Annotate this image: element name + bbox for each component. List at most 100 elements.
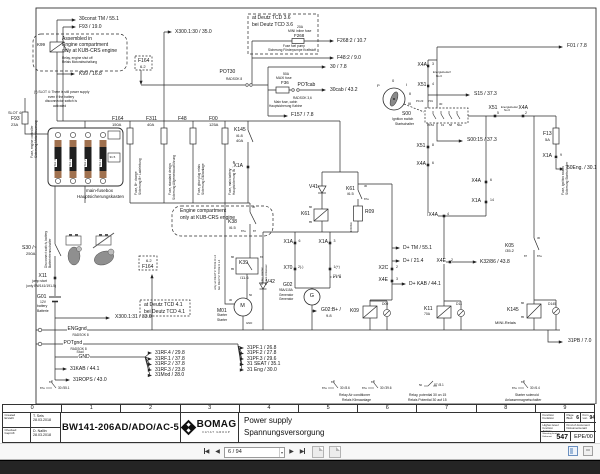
schematic-label: P0.23 [416, 99, 424, 103]
schematic-label: 40A [236, 138, 244, 143]
schematic-drawing [21, 7, 597, 404]
schematic-label: Energiebedarf [433, 70, 451, 74]
schematic-label: X1A [542, 153, 553, 160]
schematic-label: Batterietrennschalter [48, 238, 52, 268]
schematic-label: K32/86 / 43.8 [480, 259, 510, 265]
schematic-label: 85 [231, 267, 235, 271]
schematic-label: K38 [228, 218, 237, 225]
schematic-label: 30 /8.6 [340, 385, 350, 390]
page-count: 94 [589, 414, 595, 421]
schematic-label: F93 / 19.0 [79, 23, 102, 30]
schematic-label: (only BW141/191-5) [26, 283, 57, 288]
schematic-label: M01 [217, 307, 227, 314]
schematic-label: bei Deutz TCD 3.6 [252, 21, 294, 28]
schematic-label: Starter solenoid [515, 393, 539, 397]
schematic-label: 31RF.1 / 37.8 [155, 355, 185, 362]
side-pane-toggle-button[interactable] [568, 446, 578, 456]
schematic-label: Generator [279, 297, 294, 301]
schematic-label: Relais Potential 30 auf 15 [408, 397, 447, 402]
previous-page-button[interactable]: ◀ [215, 449, 220, 455]
schematic-label: 2(-) [298, 264, 304, 269]
schematic-label: Stud [76, 349, 84, 355]
schematic-label: 6 [298, 238, 301, 243]
schematic-label: 14 [490, 198, 494, 202]
schematic-label: S00 [402, 111, 411, 117]
schematic-label: X51 [417, 82, 427, 89]
component-symbols [21, 38, 560, 319]
schematic-label: 31RF.4 / 29.8 [155, 349, 185, 356]
schematic-label: Hauptsicherungskasten [77, 194, 125, 199]
schematic-label: 87 [253, 229, 257, 233]
schematic-label: Anlassermagnetschalter [505, 397, 542, 402]
schematic-label: 87a [241, 229, 246, 233]
schematic-label: 2 [451, 257, 453, 262]
cross-reference-arrows [62, 18, 564, 382]
schematic-label: Sicherung B+ Ladeleitung [138, 158, 142, 195]
schematic-label: ENGgnd [67, 325, 88, 332]
chevron-down-icon[interactable]: ▾ [278, 447, 283, 457]
schematic-label: 95A/115A [279, 288, 293, 292]
schematic-label: X300.1:31 / 33.0 [115, 314, 152, 320]
schematic-label: F00 [209, 116, 218, 122]
schematic-label: K05 [505, 242, 514, 249]
schematic-label: 20A [297, 25, 304, 29]
bomag-logo: BOMAG FAYAT GROUP [181, 413, 238, 443]
next-page-button[interactable]: ▶ [289, 449, 294, 455]
schematic-label: MINI inline fuse [288, 29, 312, 33]
schematic-label: 31 Eng / 30.0 [247, 366, 277, 373]
schematic-label: 5A [545, 136, 550, 142]
schematic-label: S00:15 / 37.3 [467, 137, 497, 143]
schematic-label: at Deutz TCD 3.6 [252, 15, 291, 21]
schematic-label: 9.8 [326, 312, 332, 318]
ignition-contact-ticks [432, 111, 461, 120]
schematic-label: 30 /39.6 [380, 385, 392, 390]
schematic-label: Hauptsicherung Kabine [269, 104, 303, 108]
previous-view-button[interactable] [312, 446, 324, 458]
page-number-combobox[interactable]: 6 / 94 ▾ [224, 446, 285, 458]
first-page-button[interactable]: ◀ [203, 448, 210, 455]
schematic-label: 30 / 7.8 [330, 63, 347, 70]
schematic-label: X51 [488, 105, 498, 112]
ruler-column: 1 [62, 405, 122, 412]
schematic-label: RADSOK 8 [72, 332, 90, 337]
schematic-label: Relay Air conditioner [339, 393, 371, 397]
schematic-label: main-fusebox [86, 188, 114, 193]
page-number: 6 [576, 414, 579, 421]
schematic-label: 30 [252, 205, 256, 209]
last-page-button[interactable]: ▶ [299, 448, 306, 455]
schematic-label: RADSOK 8 [70, 346, 88, 351]
schematic-label: Relay, potential 30 on 15 [409, 393, 447, 397]
schematic-label: GND [246, 321, 253, 325]
schematic-label: 31PF.3 / 29.6 [247, 355, 277, 362]
schematic-label: 23A [11, 122, 19, 127]
schematic-label: D+ KAB / 44.1 [409, 280, 441, 287]
schematic-label: Main fuse, cabin [274, 100, 298, 104]
schematic-label: [2(+)] [333, 273, 342, 278]
schematic-label: POTgnd [63, 339, 83, 346]
bookmark-button[interactable] [583, 446, 593, 456]
schematic-label: X70 [283, 264, 293, 271]
page-number-field[interactable]: 6 / 94 [228, 448, 242, 455]
schematic-label: G01 [37, 294, 47, 300]
schematic-label: 87a [364, 197, 369, 201]
next-view-button[interactable] [329, 446, 341, 458]
ignition-switch-rotary [382, 87, 406, 111]
schematic-label: /6.5 [347, 190, 354, 196]
schematic-label: K145 [234, 127, 246, 133]
schematic-label: S15 / 37.3 [474, 91, 497, 97]
title-block: Created Erstellt T. Seis 28.03.2018 Chec… [2, 412, 596, 443]
schematic-label: Sicherung Motorsteuerung [34, 120, 38, 158]
schematic-label: bei DEUTZ TCD2.9 L4 [217, 259, 221, 290]
schematic-label: 9 [560, 153, 562, 157]
schematic-label: X4A [471, 178, 482, 185]
schematic-label: Ignition switch [392, 117, 414, 121]
schematic-label: F48:2 / 9.0 [337, 54, 361, 61]
schematic-label: 125A [209, 122, 219, 127]
schematic-label: X2C [378, 265, 389, 272]
bottom-bar [0, 460, 600, 474]
schematic-label: F164 [112, 116, 124, 122]
schematic-label: RADSOK 3,6 [293, 96, 312, 100]
checked-name: D. Nallin [33, 428, 47, 433]
schematic-label: jump start [32, 279, 47, 283]
